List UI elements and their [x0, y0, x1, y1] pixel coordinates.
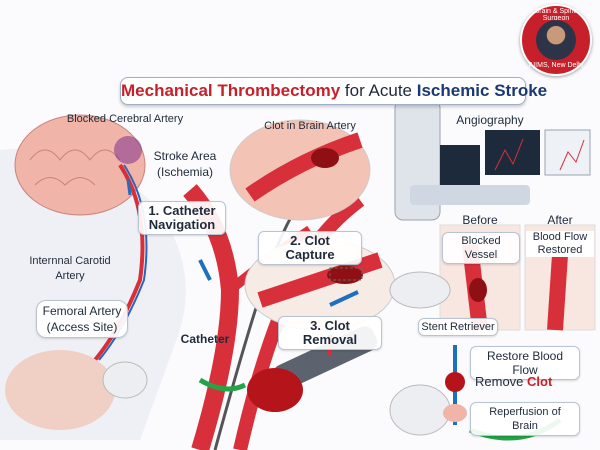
internal-carotid-line1: Internnal Carotid: [29, 255, 111, 267]
after-caption-line1: Blood Flow: [532, 231, 588, 243]
badge-bottom-text: AIIMS, New Delhi: [528, 62, 584, 69]
stroke-area-text: Stroke Area: [153, 149, 217, 163]
title-part2: for Acute: [340, 81, 417, 100]
label-clot-in-brain-artery: Clot in Brain Artery: [264, 120, 356, 132]
label-angiography: Angiography: [456, 113, 524, 127]
after-caption-line2: Restored: [537, 244, 583, 256]
title-part3: Ischemic Stroke: [416, 81, 548, 100]
clot: [311, 148, 339, 168]
monitor: [485, 130, 540, 175]
label-stroke-area: Stroke Area (Ischemia): [150, 148, 220, 180]
step-2-clot-capture: 2. Clot Capture: [258, 231, 362, 265]
before-caption: Blocked Vessel: [442, 232, 520, 264]
flow-step-restore-blood-flow: Restore Blood Flow: [470, 346, 580, 380]
surgeon-badge: Brain & Spine Surgeon AIIMS, New Delhi: [520, 4, 592, 76]
page-title: Mechanical Thrombectomy for Acute Ischem…: [120, 77, 547, 105]
flow-step-reperfusion: Reperfusion of Brain: [470, 402, 580, 436]
badge-top-text: Brain & Spine Surgeon: [534, 8, 578, 22]
surgeon-photo: [536, 20, 576, 60]
stroke-area-mark: [114, 136, 142, 164]
step-1-line1: 1. Catheter: [148, 203, 216, 218]
removed-clot: [247, 368, 303, 412]
title-part1: Mechanical Thrombectomy: [121, 81, 341, 100]
femoral-line2: (Access Site): [46, 320, 118, 334]
flow-step-remove-clot: Remove Clot: [475, 374, 575, 390]
internal-carotid-line2: Artery: [55, 270, 85, 282]
label-femoral-artery: Femoral Artery (Access Site): [36, 300, 128, 338]
after-label: After: [547, 213, 573, 227]
ischemia-text: (Ischemia): [156, 165, 213, 179]
before-label: Before: [462, 213, 498, 227]
remove-text: Remove: [475, 374, 528, 389]
stent: [329, 267, 363, 281]
clot-highlight: Clot: [527, 374, 553, 389]
green-arrow: [198, 377, 247, 392]
brain-illustration: [14, 114, 146, 216]
femoral-line1: Femoral Artery: [42, 304, 122, 318]
step-1-line2: Navigation: [148, 217, 216, 232]
step-3-clot-removal: 3. Clot Removal: [278, 316, 382, 350]
label-catheter: Catheter: [180, 332, 230, 346]
label-blocked-cerebral-artery: Blocked Cerebral Artery: [66, 113, 184, 125]
label-stent-retriever: Stent Retriever: [418, 318, 498, 336]
